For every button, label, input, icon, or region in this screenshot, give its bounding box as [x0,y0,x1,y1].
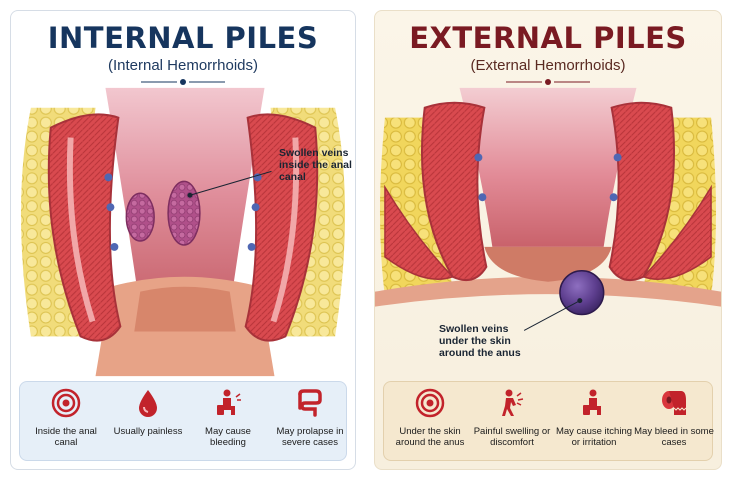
internal-feature-label: May prolapse in severe cases [276,426,344,448]
external-subtitle: (External Hemorrhoids) [470,57,626,74]
internal-feature-label: Inside the anal canal [35,426,97,448]
internal-feature-label: May cause bleeding [205,426,251,448]
internal-piles-panel: INTERNAL PILES (Internal Hemorrhoids) [10,10,356,470]
toilet-person-icon [583,389,601,415]
external-title: EXTERNAL PILES [409,21,687,55]
external-feature-label: Painful swelling or discomfort [473,426,551,448]
toilet-person-icon [217,389,241,415]
internal-callout: Swollen veins inside the anal canal [279,147,352,183]
internal-title: INTERNAL PILES [47,21,319,55]
external-feature-label: May bleed in some cases [634,426,714,448]
internal-feature-bleeding: May cause bleeding [186,388,270,448]
external-anatomy-illustration [375,87,721,331]
internal-anatomy-illustration [20,87,346,377]
external-piles-panel: EXTERNAL PILES (External Hemorrhoids) [374,10,722,470]
external-feature-label: Under the skin around the anus [395,426,465,448]
toilet-paper-icon [662,391,687,415]
blood-drop-icon [139,390,157,417]
internal-feature-pain: Usually painless [106,388,190,437]
internal-feature-location: Inside the anal canal [24,388,108,448]
intestine-icon [298,389,322,417]
external-feature-bleed: May bleed in some cases [632,388,716,448]
external-callout: Swollen veins under the skin around the … [439,323,521,359]
external-feature-label: May cause itching or irritation [555,426,633,448]
internal-info-box: Inside the anal canal Usually painless M… [19,381,347,461]
divider-ornament [506,79,590,85]
target-icon [415,388,445,418]
internal-feature-prolapse: May prolapse in severe cases [268,388,352,448]
external-info-box: Under the skin around the anus Painful s… [383,381,716,461]
external-feature-pain: Painful swelling or discomfort [470,388,554,448]
external-feature-location: Under the skin around the anus [388,388,472,448]
internal-subtitle: (Internal Hemorrhoids) [107,57,259,74]
pain-person-icon [502,389,524,416]
divider-ornament [141,79,225,85]
target-icon [51,388,81,418]
external-feature-itching: May cause itching or irritation [552,388,636,448]
internal-feature-label: Usually painless [113,426,183,437]
